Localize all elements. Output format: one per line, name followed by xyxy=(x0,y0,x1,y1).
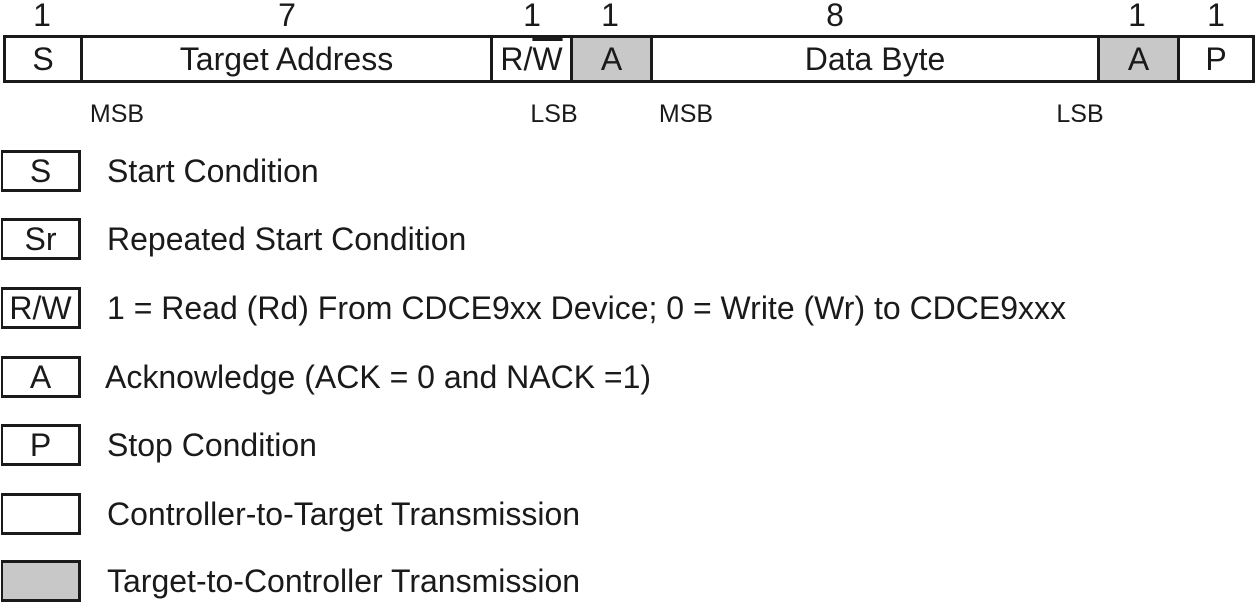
legend-swatch-white xyxy=(1,493,81,535)
field-acknowledge-2: A xyxy=(1100,38,1177,80)
legend-item-acknowledge: A Acknowledge (ACK = 0 and NACK =1) xyxy=(0,356,1258,404)
frame-divider xyxy=(1252,38,1255,80)
legend-description-acknowledge: Acknowledge (ACK = 0 and NACK =1) xyxy=(105,358,652,395)
bit-count-rw: 1 xyxy=(523,0,541,33)
legend-rw-write-overline: W xyxy=(41,289,72,326)
field-data-byte: Data Byte xyxy=(804,40,946,77)
legend-symbol-start: S xyxy=(1,150,81,192)
field-start: S xyxy=(32,40,54,77)
address-msb-label: MSB xyxy=(89,100,145,128)
frame-divider xyxy=(490,38,493,80)
bit-count-ack-1: 1 xyxy=(601,0,619,33)
bit-count-data-byte: 8 xyxy=(826,0,844,33)
legend-symbol-acknowledge: A xyxy=(1,356,81,398)
field-acknowledge-1: A xyxy=(573,38,650,80)
bit-count-start: 1 xyxy=(33,0,51,33)
field-rw-write-overline: W xyxy=(532,40,563,77)
legend-description-target-to-controller: Target-to-Controller Transmission xyxy=(107,562,581,599)
legend-symbol-repeated-start: Sr xyxy=(1,218,81,260)
legend-description-start: Start Condition xyxy=(107,152,319,189)
legend-description-read-write: 1 = Read (Rd) From CDCE9xx Device; 0 = W… xyxy=(107,289,1067,326)
legend-description-repeated-start: Repeated Start Condition xyxy=(107,220,467,257)
legend-rw-read-part: R/ xyxy=(9,289,42,326)
frame-divider xyxy=(80,38,83,80)
bit-count-ack-2: 1 xyxy=(1128,0,1146,33)
field-read-write: R/W xyxy=(493,38,570,80)
legend-item-controller-to-target: Controller-to-Target Transmission xyxy=(0,493,1258,541)
data-msb-label: MSB xyxy=(658,100,714,128)
frame-divider xyxy=(3,38,6,80)
field-stop: P xyxy=(1205,40,1227,77)
field-rw-read-part: R/ xyxy=(500,40,533,77)
legend-description-stop: Stop Condition xyxy=(107,426,317,463)
legend-item-start: S Start Condition xyxy=(0,150,1258,198)
legend-item-repeated-start: Sr Repeated Start Condition xyxy=(0,218,1258,266)
frame-divider xyxy=(570,38,573,80)
bit-count-row: 1 7 1 1 8 1 1 xyxy=(0,0,1258,32)
data-lsb-label: LSB xyxy=(1056,100,1104,128)
transaction-frame: S Target Address R/W A Data Byte A P xyxy=(3,35,1255,83)
legend-description-controller-to-target: Controller-to-Target Transmission xyxy=(107,495,581,532)
frame-divider xyxy=(650,38,653,80)
frame-divider xyxy=(1097,38,1100,80)
legend-swatch-gray xyxy=(1,560,81,602)
legend-item-stop: P Stop Condition xyxy=(0,424,1258,472)
bit-count-stop: 1 xyxy=(1207,0,1225,33)
legend-item-read-write: R/W 1 = Read (Rd) From CDCE9xx Device; 0… xyxy=(0,287,1258,335)
field-target-address: Target Address xyxy=(179,40,394,77)
legend-symbol-stop: P xyxy=(1,424,81,466)
rw-lsb-label: LSB xyxy=(530,100,578,128)
legend-item-target-to-controller: Target-to-Controller Transmission xyxy=(0,560,1258,608)
bit-count-target-address: 7 xyxy=(278,0,296,33)
frame-divider xyxy=(1177,38,1180,80)
legend-symbol-read-write: R/W xyxy=(1,287,81,329)
